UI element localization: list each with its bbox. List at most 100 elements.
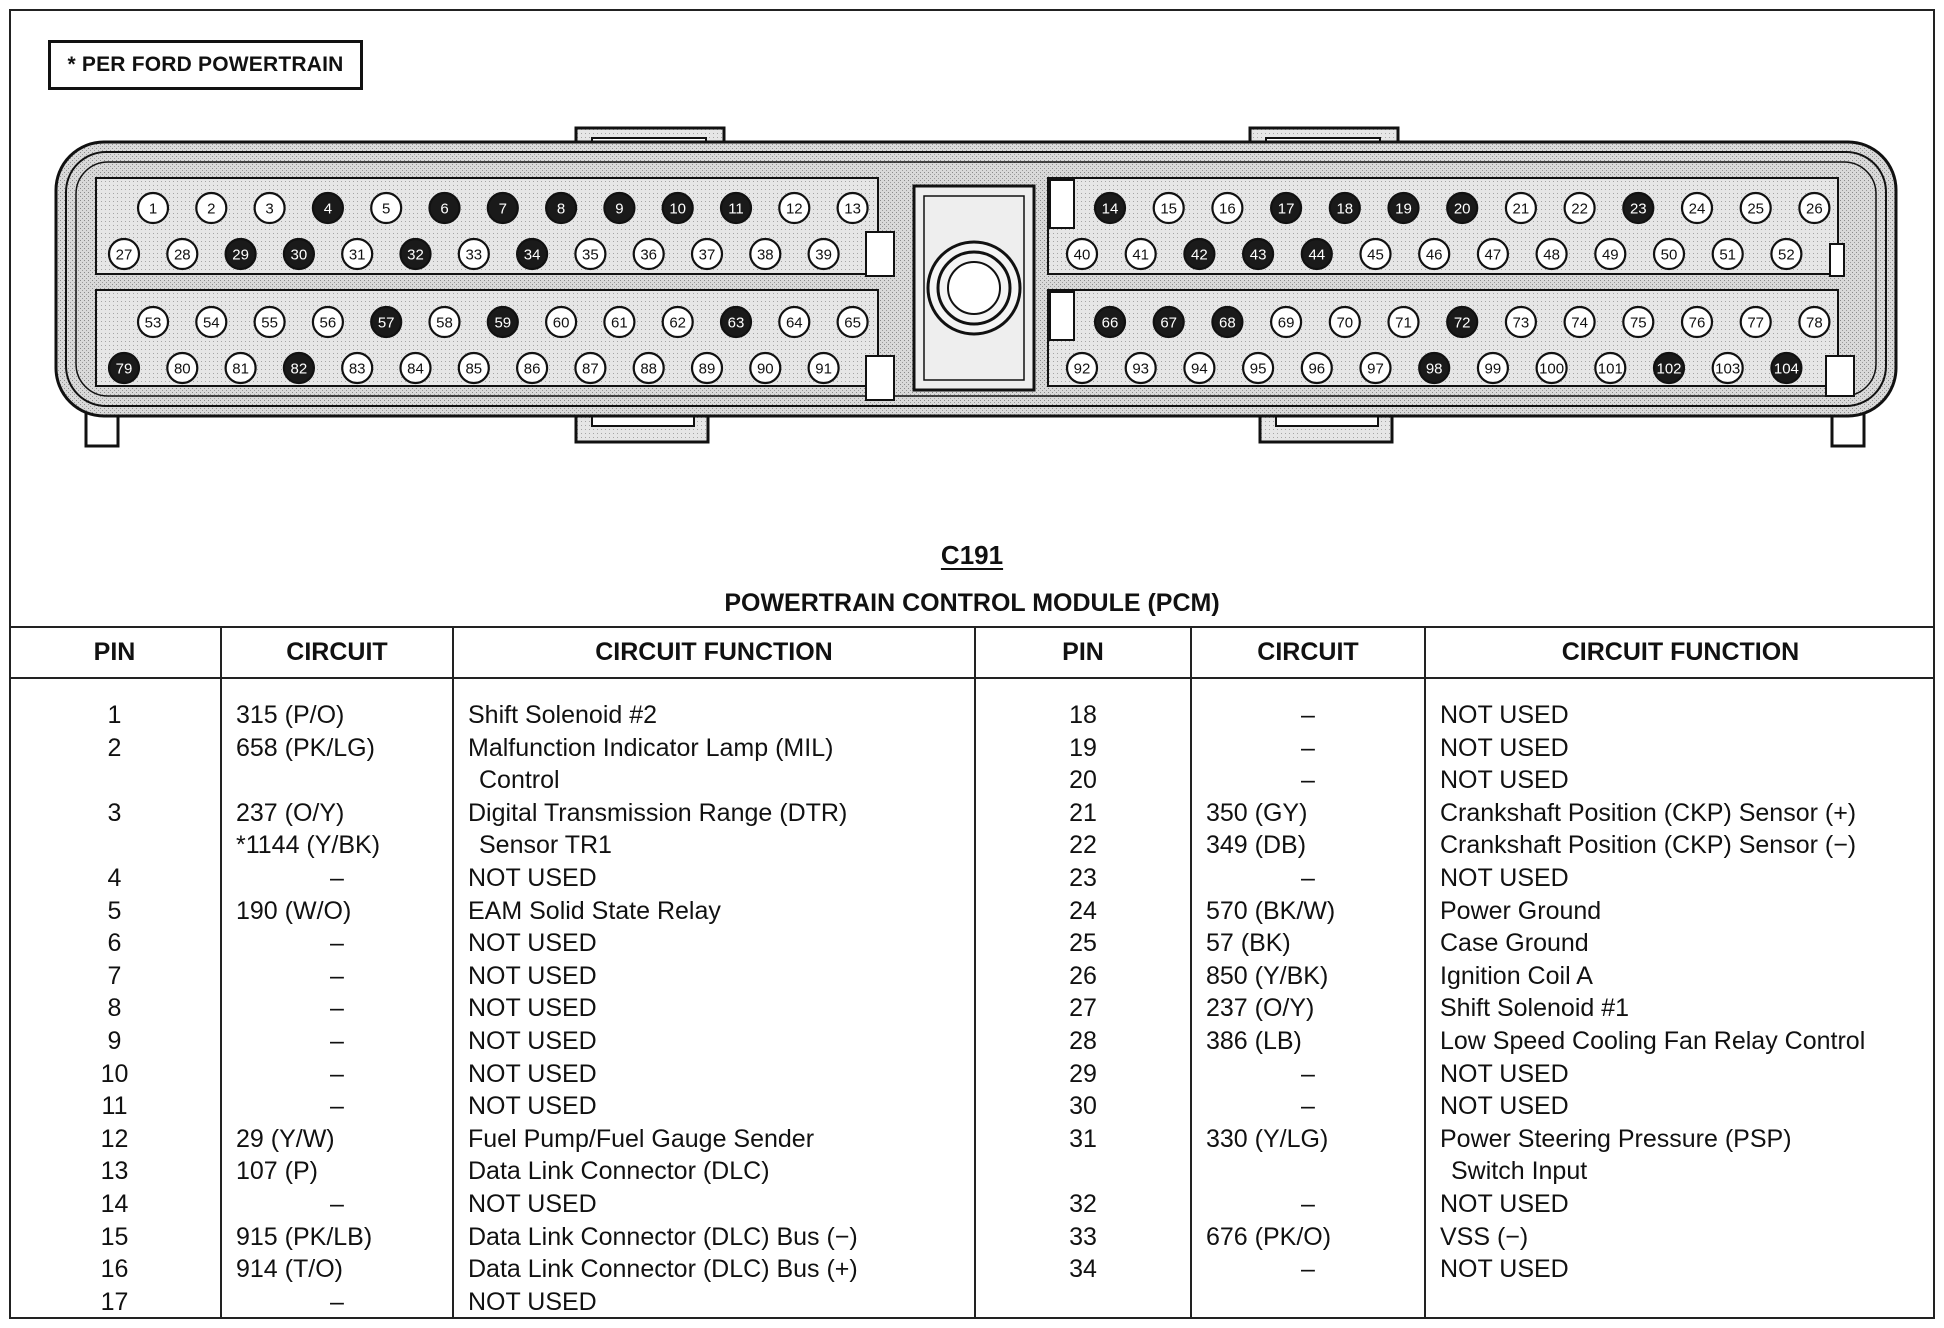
- pin-cavity-empty: [1798, 191, 1831, 225]
- pin-91: 91: [807, 351, 840, 385]
- pin-cavity-empty: [428, 305, 461, 339]
- pin-number-label: 25: [1747, 201, 1764, 218]
- left-function-cell: NOT USED: [468, 1287, 597, 1316]
- left-pin-cell: 3: [107, 798, 122, 827]
- pin-number-label: 35: [582, 247, 599, 264]
- pin-cavity-empty: [311, 305, 344, 339]
- left-circuit-cell: –: [330, 1026, 344, 1055]
- left-pin-cell: 1: [107, 701, 122, 729]
- pin-13: 13: [836, 191, 869, 225]
- right-function-cell: Crankshaft Position (CKP) Sensor (+): [1440, 798, 1857, 827]
- pin-number-label: 44: [1308, 247, 1325, 264]
- left-circuit-cell: 237 (O/Y): [236, 798, 345, 827]
- pin-cavity-empty: [836, 191, 869, 225]
- connector-code: C191: [940, 540, 1004, 570]
- pin-number-label: 30: [291, 247, 308, 264]
- pin-55: 55: [253, 305, 286, 339]
- pin-number-label: 37: [699, 247, 716, 264]
- pin-cavity-empty: [749, 351, 782, 385]
- pin-number-label: 78: [1806, 315, 1823, 332]
- pin-number-label: 81: [232, 361, 249, 378]
- pin-number-label: 66: [1102, 315, 1119, 332]
- pin-cavity-empty: [690, 351, 724, 385]
- header-function-right: CIRCUIT FUNCTION: [1424, 626, 1935, 679]
- pin-number-label: 62: [669, 315, 686, 332]
- left-function-cell: NOT USED: [468, 1189, 597, 1218]
- pin-number-label: 33: [465, 247, 482, 264]
- pin-number-label: 27: [116, 247, 133, 264]
- right-function-cell: Switch Input: [1451, 1157, 1588, 1186]
- pin-cavity-empty: [1476, 237, 1510, 271]
- pin-number-label: 75: [1630, 315, 1647, 332]
- pin-number-label: 20: [1454, 201, 1471, 218]
- pin-number-label: 47: [1485, 247, 1502, 264]
- pin-number-label: 90: [757, 361, 774, 378]
- left-function-cell: NOT USED: [468, 1092, 597, 1121]
- pin-58: 58: [428, 305, 461, 339]
- pin-cavity-empty: [574, 351, 607, 385]
- pin-number-label: 95: [1250, 361, 1267, 378]
- pin-cavity-filled: [399, 237, 432, 271]
- pin-60: 60: [544, 305, 578, 339]
- pin-cavity-empty: [1183, 351, 1216, 385]
- pin-96: 96: [1300, 351, 1333, 385]
- right-circuit-cell: 57 (BK): [1206, 929, 1291, 958]
- pin-number-label: 84: [407, 361, 424, 378]
- right-circuit-cell: –: [1301, 733, 1315, 762]
- pin-56: 56: [311, 305, 344, 339]
- pin-cavity-empty: [1535, 351, 1568, 385]
- left-pin-cell: 8: [107, 994, 122, 1023]
- pin-cavity-filled: [1093, 305, 1127, 339]
- right-pin-cell: 29: [1069, 1059, 1097, 1088]
- pin-number-label: 64: [786, 315, 803, 332]
- pin-number-label: 83: [349, 361, 366, 378]
- pin-number-label: 10: [669, 201, 686, 218]
- pin-cavity-filled: [1152, 305, 1185, 339]
- right-pin-cell: 34: [1069, 1255, 1097, 1284]
- pin-14: 14: [1093, 191, 1127, 225]
- pin-number-label: 9: [615, 201, 623, 218]
- pin-cavity-filled: [282, 237, 315, 271]
- pin-73: 73: [1504, 305, 1538, 339]
- right-pin-cell: 33: [1069, 1222, 1097, 1251]
- pin-61: 61: [603, 305, 636, 339]
- pin-cavity-empty: [1065, 351, 1099, 385]
- right-function-cell: Shift Solenoid #1: [1440, 994, 1630, 1023]
- pin-20: 20: [1446, 191, 1479, 225]
- pin-68: 68: [1211, 305, 1244, 339]
- pin-85: 85: [457, 351, 490, 385]
- pin-number-label: 48: [1543, 247, 1560, 264]
- pin-cavity-filled: [1093, 191, 1127, 225]
- pin-52: 52: [1770, 237, 1803, 271]
- connector-title: POWERTRAIN CONTROL MODULE (PCM): [724, 589, 1220, 617]
- left-pin-cell: 13: [100, 1157, 129, 1186]
- pin-cavity-empty: [1124, 351, 1157, 385]
- left-function-cell: NOT USED: [468, 929, 597, 958]
- pin-63: 63: [719, 305, 753, 339]
- pin-cavity-empty: [1211, 191, 1244, 225]
- pin-cavity-empty: [1359, 237, 1392, 271]
- pin-number-label: 29: [232, 247, 249, 264]
- left-circuit-column: 315 (P/O)658 (PK/LG)237 (O/Y)*1144 (Y/BK…: [220, 678, 453, 1319]
- pin-cavity-empty: [515, 351, 549, 385]
- pin-number-label: 4: [324, 201, 332, 218]
- pin-number-label: 59: [494, 315, 511, 332]
- left-pin-cell: 4: [107, 863, 122, 892]
- right-circuit-cell: [1192, 1155, 1424, 1188]
- pin-51: 51: [1711, 237, 1744, 271]
- pin-number-label: 97: [1367, 361, 1384, 378]
- pin-number-label: 72: [1454, 315, 1471, 332]
- right-function-cell: Power Steering Pressure (PSP): [1440, 1124, 1792, 1153]
- pin-80: 80: [166, 351, 199, 385]
- pin-1: 1: [136, 191, 170, 225]
- pin-78: 78: [1798, 305, 1831, 339]
- right-pin-cell: 27: [1069, 994, 1097, 1023]
- pin-cavity-empty: [1652, 237, 1686, 271]
- pin-6: 6: [428, 191, 461, 225]
- pin-number-label: 53: [145, 315, 162, 332]
- pin-cavity-filled: [1446, 305, 1479, 339]
- pin-cavity-empty: [778, 305, 811, 339]
- pin-cavity-empty: [399, 351, 432, 385]
